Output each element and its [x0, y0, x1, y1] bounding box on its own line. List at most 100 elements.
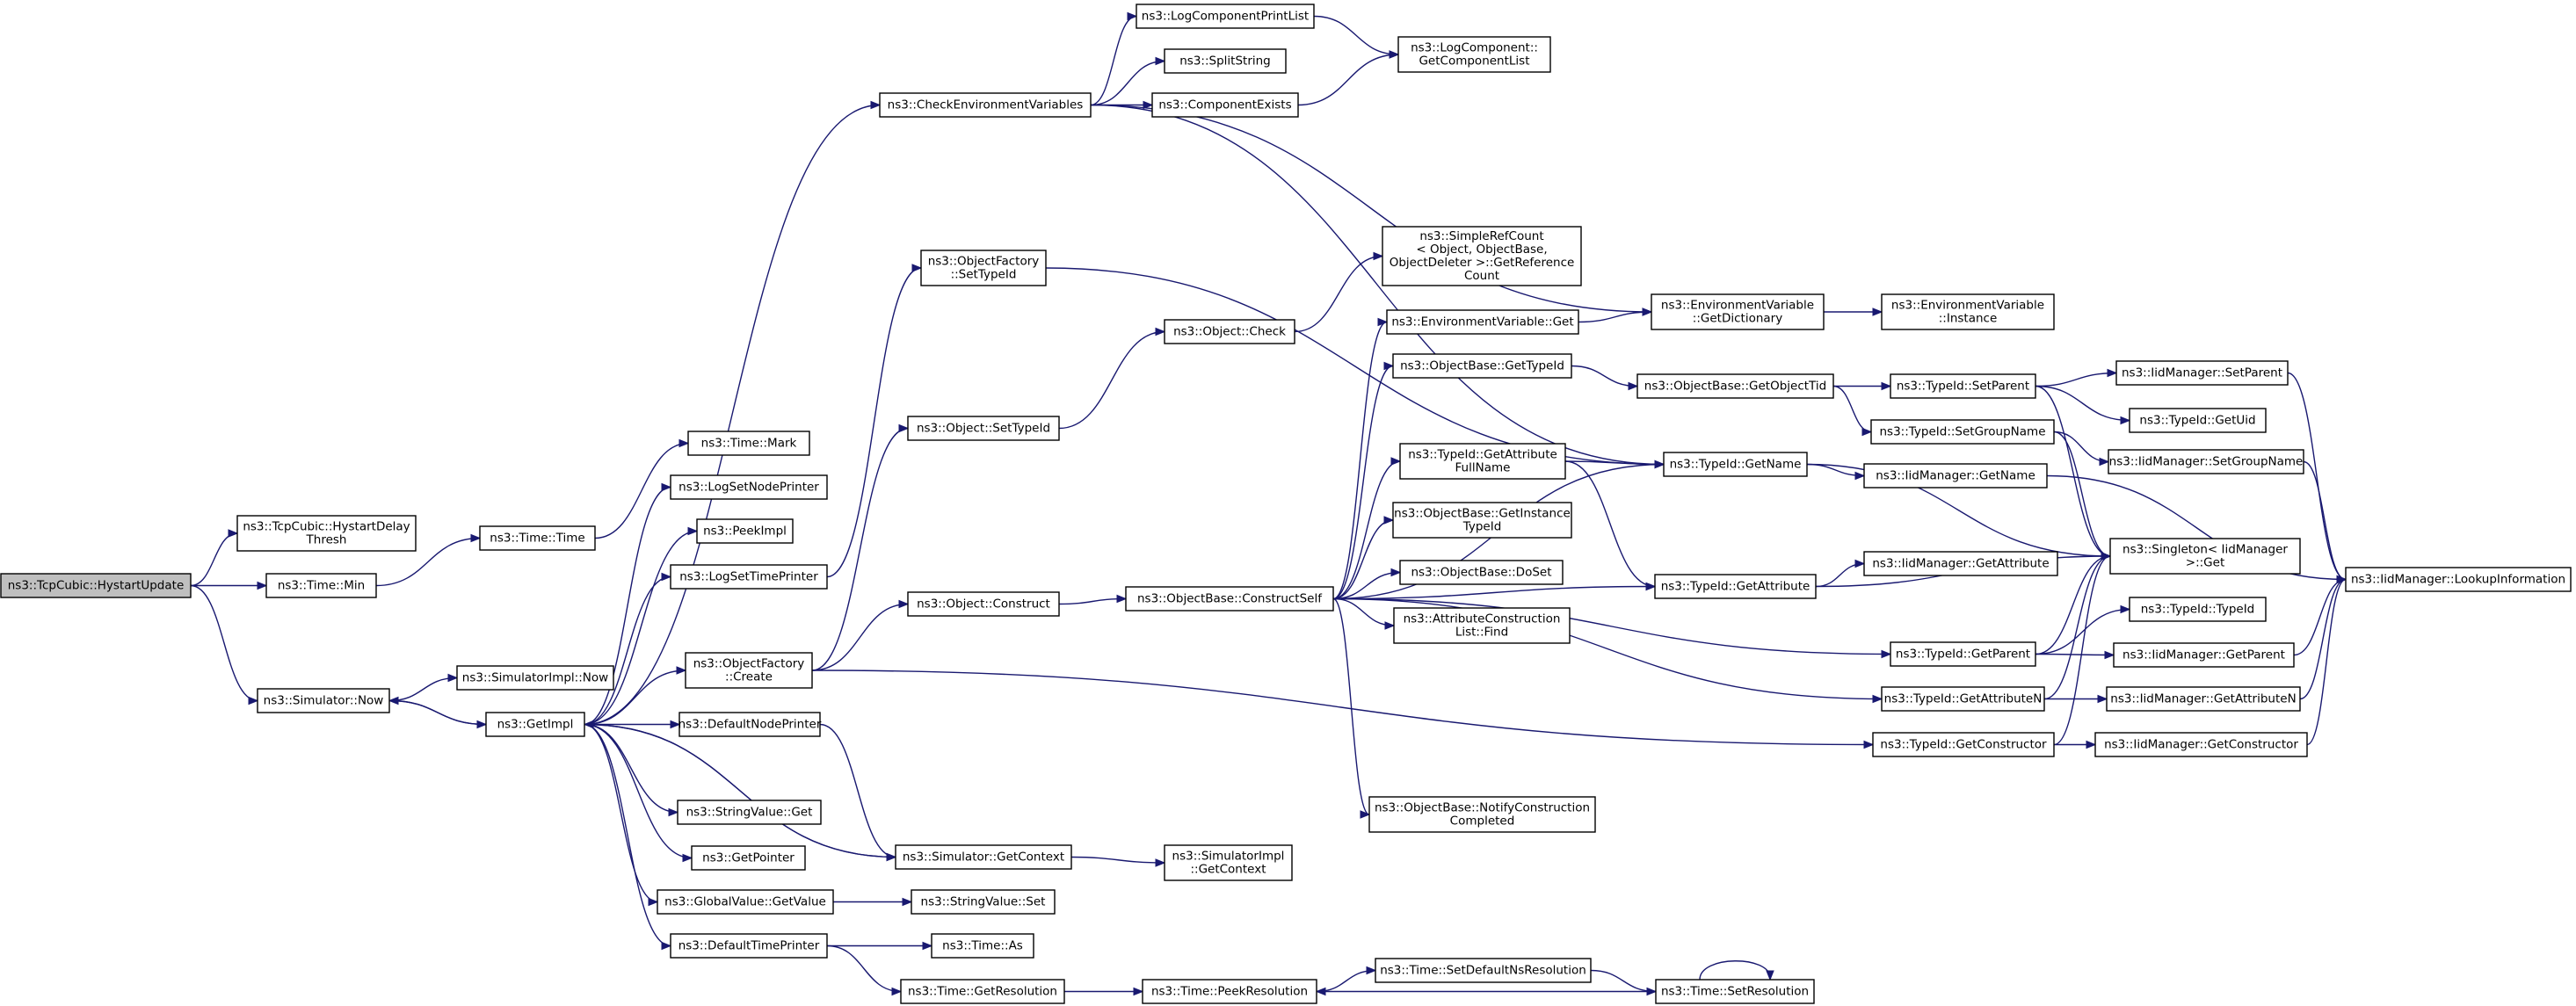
- function-node-iidsetgroup[interactable]: ns3::IidManager::SetGroupName: [2108, 449, 2304, 474]
- edge-arrowhead: [2101, 552, 2112, 561]
- function-node-logprintlist[interactable]: ns3::LogComponentPrintList: [1136, 4, 1315, 29]
- function-node-tidsetgroup[interactable]: ns3::TypeId::SetGroupName: [1870, 419, 2055, 445]
- function-node-tidgetattrn[interactable]: ns3::TypeId::GetAttributeN: [1881, 686, 2045, 712]
- function-node-box: [920, 250, 1047, 286]
- function-node-setdefres[interactable]: ns3::Time::SetDefaultNsResolution: [1375, 958, 1592, 983]
- function-node-objsettype[interactable]: ns3::Object::SetTypeId: [907, 416, 1060, 441]
- function-node-notify[interactable]: ns3::ObjectBase::NotifyConstructionCompl…: [1368, 796, 1596, 833]
- edge-arrowhead: [661, 482, 672, 492]
- function-node-logcomplist[interactable]: ns3::LogComponent::GetComponentList: [1397, 36, 1551, 73]
- function-node-tidgetctor[interactable]: ns3::TypeId::GetConstructor: [1872, 732, 2055, 757]
- function-node-envdict[interactable]: ns3::EnvironmentVariable::GetDictionary: [1651, 293, 1825, 330]
- function-node-objconstruct[interactable]: ns3::Object::Construct: [907, 591, 1060, 617]
- function-node-iidgetattrn[interactable]: ns3::IidManager::GetAttributeN: [2106, 686, 2301, 712]
- function-node-box: [2106, 686, 2301, 712]
- function-node-obgetobjtid[interactable]: ns3::ObjectBase::GetObjectTid: [1636, 373, 1834, 399]
- edge-arrowhead: [898, 599, 910, 609]
- function-node-tidgetname[interactable]: ns3::TypeId::GetName: [1663, 452, 1808, 477]
- edge-arrowhead: [470, 533, 482, 543]
- function-node-envget[interactable]: ns3::EnvironmentVariable::Get: [1386, 309, 1579, 335]
- function-node-simgetctx[interactable]: ns3::Simulator::GetContext: [895, 844, 1072, 870]
- function-node-box: [1636, 373, 1834, 399]
- function-node-tidgetparent[interactable]: ns3::TypeId::GetParent: [1890, 641, 2036, 667]
- function-node-box: [678, 712, 821, 737]
- function-node-setres[interactable]: ns3::Time::SetResolution: [1655, 979, 1815, 1004]
- function-node-compexists[interactable]: ns3::ComponentExists: [1151, 92, 1299, 118]
- function-node-simimplctx[interactable]: ns3::SimulatorImpl::GetContext: [1164, 844, 1293, 881]
- function-node-objcheck[interactable]: ns3::Object::Check: [1164, 319, 1295, 344]
- function-node-simimplnow[interactable]: ns3::SimulatorImpl::Now: [456, 665, 614, 691]
- function-node-simplerefcount[interactable]: ns3::SimpleRefCount< Object, ObjectBase,…: [1382, 226, 1582, 286]
- call-edge: [1090, 11, 1138, 106]
- function-node-tidsetparent[interactable]: ns3::TypeId::SetParent: [1890, 373, 2036, 399]
- function-node-obdoset[interactable]: ns3::ObjectBase::DoSet: [1399, 560, 1564, 585]
- function-node-label: ::Create: [725, 670, 773, 684]
- function-node-getpointer[interactable]: ns3::GetPointer: [691, 845, 806, 871]
- function-node-envinst[interactable]: ns3::EnvironmentVariable::Instance: [1881, 293, 2055, 330]
- function-node-iidgetname[interactable]: ns3::IidManager::GetName: [1863, 463, 2048, 489]
- function-node-tidgetuid[interactable]: ns3::TypeId::GetUid: [2129, 408, 2267, 433]
- function-node-label: ns3::Time::Mark: [701, 437, 797, 451]
- function-node-box: [879, 92, 1092, 118]
- function-node-timetime[interactable]: ns3::Time::Time: [479, 525, 596, 551]
- function-node-box: [1655, 979, 1815, 1004]
- function-node-label: ns3::Time::SetResolution: [1661, 985, 1809, 999]
- function-node-getimpl[interactable]: ns3::GetImpl: [485, 712, 585, 737]
- call-edge-line: [1090, 15, 1137, 106]
- function-node-globalget[interactable]: ns3::GlobalValue::GetValue: [657, 889, 834, 915]
- call-edge-line: [1332, 597, 1891, 655]
- function-node-label: ns3::ObjectFactory: [928, 255, 1040, 269]
- function-node-peekres[interactable]: ns3::Time::PeekResolution: [1142, 979, 1317, 1004]
- function-node-strget[interactable]: ns3::StringValue::Get: [677, 800, 822, 825]
- function-node-ofsettype[interactable]: ns3::ObjectFactory::SetTypeId: [920, 250, 1047, 286]
- function-node-label: ns3::Simulator::Now: [264, 694, 384, 708]
- edge-arrowhead: [1384, 621, 1396, 630]
- function-node-label: ns3::Time::PeekResolution: [1151, 985, 1308, 999]
- call-edge-line: [826, 267, 922, 578]
- function-node-box: [931, 933, 1034, 959]
- function-node-ofcreate[interactable]: ns3::ObjectFactory::Create: [685, 652, 813, 689]
- function-node-checkenv[interactable]: ns3::CheckEnvironmentVariables: [879, 92, 1092, 118]
- function-node-timegetres[interactable]: ns3::Time::GetResolution: [900, 979, 1065, 1004]
- function-node-obgettypeid[interactable]: ns3::ObjectBase::GetTypeId: [1392, 353, 1572, 379]
- function-node-label: ns3::LogComponentPrintList: [1142, 10, 1309, 24]
- function-node-deftime[interactable]: ns3::DefaultTimePrinter: [670, 933, 828, 959]
- function-node-tidgetattr[interactable]: ns3::TypeId::GetAttribute: [1654, 574, 1817, 599]
- function-node-iidgetattr[interactable]: ns3::IidManager::GetAttribute: [1863, 551, 2058, 576]
- function-node-peekimpl[interactable]: ns3::PeekImpl: [696, 518, 794, 544]
- function-node-label: ns3::SimulatorImpl::Now: [462, 671, 608, 685]
- function-node-iidgetctor[interactable]: ns3::IidManager::GetConstructor: [2094, 732, 2308, 757]
- edge-arrowhead: [1766, 970, 1774, 981]
- function-node-timeas[interactable]: ns3::Time::As: [931, 933, 1034, 959]
- function-node-singleton[interactable]: ns3::Singleton< IidManager >::Get: [2109, 538, 2301, 575]
- function-node-logsettime[interactable]: ns3::LogSetTimePrinter: [670, 564, 828, 590]
- function-node-simnow[interactable]: ns3::Simulator::Now: [257, 688, 390, 713]
- call-edge-line: [375, 537, 481, 587]
- call-edge: [1332, 568, 1402, 600]
- call-edge-line: [388, 677, 458, 702]
- function-node-defnode[interactable]: ns3::DefaultNodePrinter: [678, 712, 822, 737]
- function-node-strset[interactable]: ns3::StringValue::Set: [911, 889, 1056, 915]
- edge-arrowhead: [2120, 604, 2131, 614]
- function-node-iidgetparent[interactable]: ns3::IidManager::GetParent: [2113, 642, 2295, 668]
- function-node-logsetnode[interactable]: ns3::LogSetNodePrinter: [670, 474, 828, 500]
- function-node-splitstring[interactable]: ns3::SplitString: [1164, 48, 1287, 74]
- call-edge: [584, 526, 699, 726]
- edge-arrowhead: [661, 572, 672, 582]
- function-node-hystart[interactable]: ns3::TcpCubic::HystartUpdate: [0, 573, 192, 598]
- call-edge-line: [811, 427, 909, 671]
- function-node-timemin[interactable]: ns3::Time::Min: [265, 573, 377, 598]
- function-node-tidtypeid[interactable]: ns3::TypeId::TypeId: [2129, 597, 2267, 622]
- function-node-lookup[interactable]: ns3::IidManager::LookupInformation: [2345, 567, 2572, 592]
- function-node-timemark[interactable]: ns3::Time::Mark: [687, 431, 810, 456]
- function-node-iidsetparent[interactable]: ns3::IidManager::SetParent: [2115, 360, 2289, 386]
- function-node-constructself[interactable]: ns3::ObjectBase::ConstructSelf: [1125, 586, 1334, 612]
- call-edge: [832, 897, 913, 907]
- edge-arrowhead: [902, 897, 913, 907]
- function-node-label: ns3::IidManager::GetAttribute: [1872, 557, 2049, 571]
- function-node-label: ::GetContext: [1190, 863, 1266, 877]
